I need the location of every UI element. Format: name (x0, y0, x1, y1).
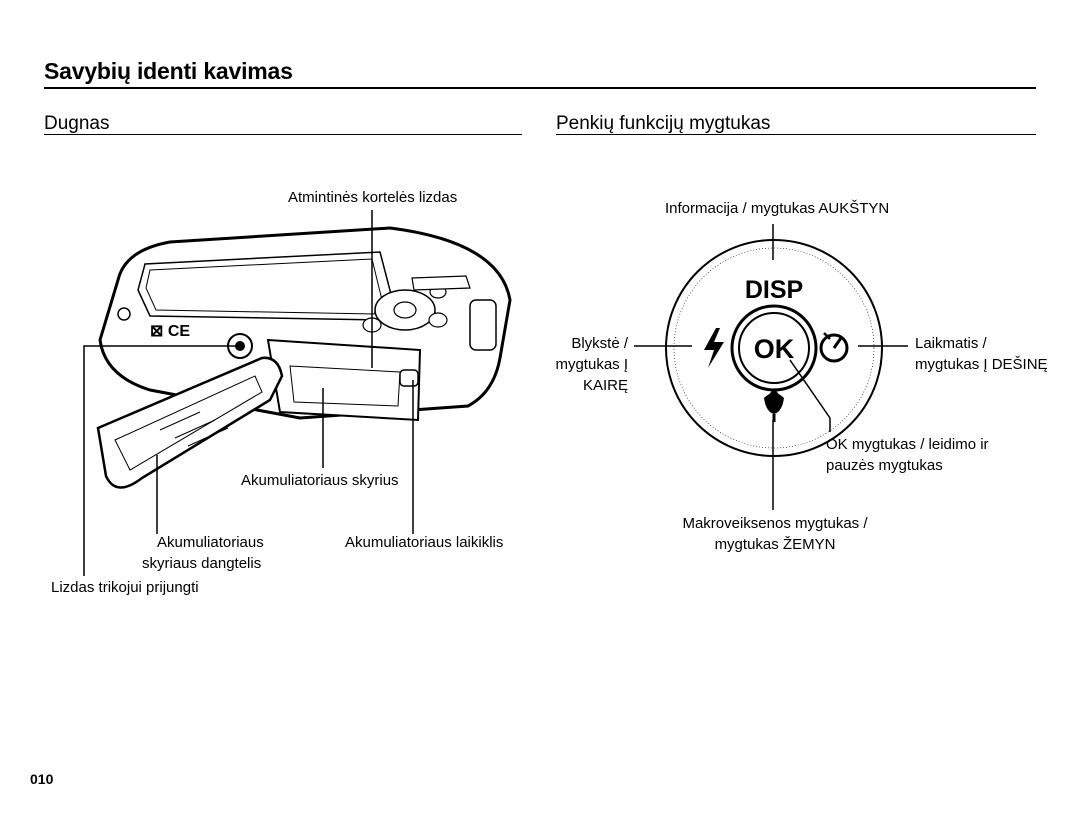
title-rule (44, 87, 1036, 89)
section-heading-five-function: Penkių funkcijų mygtukas (556, 113, 771, 134)
label-left-button: Blykstė / mygtukas Į KAIRĘ (553, 333, 628, 396)
section-rule-right (556, 134, 1036, 135)
label-right-button: Laikmatis / mygtukas Į DEŠINĘ (915, 333, 1048, 375)
label-battery-cover: Akumuliatoriaus skyriaus dangtelis (142, 532, 264, 574)
label-battery-chamber: Akumuliatoriaus skyrius (241, 472, 399, 489)
disp-text: DISP (745, 276, 803, 304)
label-left-line3: KAIRĘ (582, 377, 628, 394)
callout-lines-bottom (83, 210, 414, 576)
label-tripod-socket: Lizdas trikojui prijungti (51, 579, 199, 596)
svg-text:⊠ CE: ⊠ CE (150, 323, 190, 340)
label-battery-cover-line1: Akumuliatoriaus (157, 534, 264, 551)
label-up-button: Informacija / mygtukas AUKŠTYN (665, 200, 890, 217)
timer-icon (819, 332, 849, 363)
ok-text: OK (754, 334, 795, 364)
label-down-line1: Makroveiksenos mygtukas / (682, 515, 868, 532)
label-ok-button: OK mygtukas / leidimo ir pauzės mygtukas (826, 434, 989, 476)
five-function-dial: DISP OK (665, 239, 883, 457)
macro-icon (764, 388, 784, 422)
label-down-button: Makroveiksenos mygtukas / mygtukas ŽEMYN (680, 513, 870, 555)
flash-icon (704, 328, 724, 368)
label-ok-line2: pauzės mygtukas (826, 457, 943, 474)
label-left-line1: Blykstė / (571, 335, 628, 352)
label-right-line2: mygtukas Į DEŠINĘ (915, 356, 1048, 373)
label-left-line2: mygtukas Į (555, 356, 628, 373)
section-heading-bottom: Dugnas (44, 113, 110, 134)
label-battery-cover-line2: skyriaus dangtelis (142, 555, 262, 572)
section-rule-left (44, 134, 522, 135)
camera-bottom-illustration: ⊠ CE (96, 226, 512, 489)
page-number: 010 (30, 771, 54, 787)
callout-lines-dial (634, 224, 908, 510)
label-battery-holder: Akumuliatoriaus laikiklis (345, 534, 504, 551)
label-memory-card-slot: Atmintinės kortelės lizdas (288, 189, 458, 206)
page-title: Savybių identi kavimas (44, 58, 293, 84)
label-ok-line1: OK mygtukas / leidimo ir (826, 436, 989, 453)
label-down-line2: mygtukas ŽEMYN (714, 536, 836, 553)
label-right-line1: Laikmatis / (915, 335, 987, 352)
